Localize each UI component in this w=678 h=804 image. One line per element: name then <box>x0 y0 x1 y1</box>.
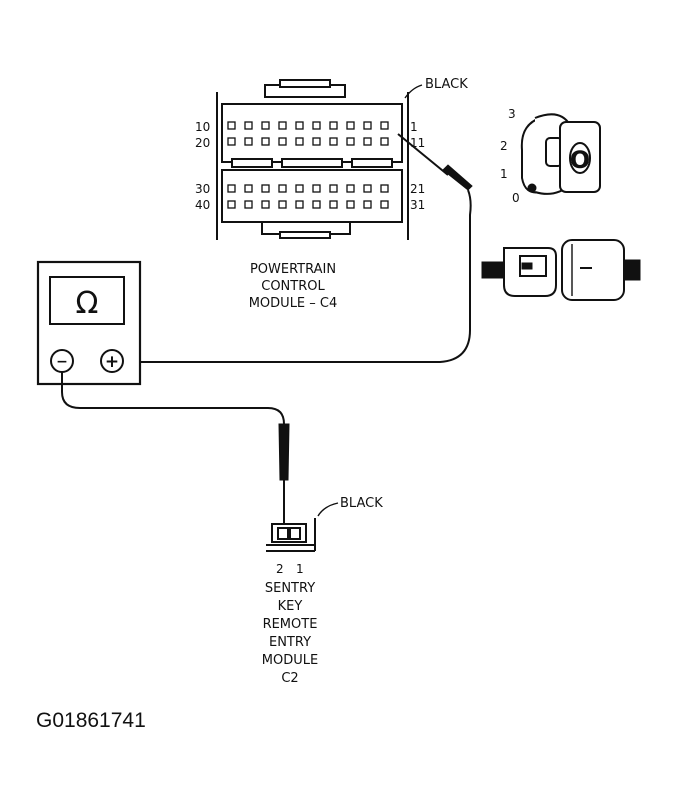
ignition-positions: 3 2 1 0 <box>500 107 520 205</box>
ohmmeter: Ω − + <box>36 260 142 386</box>
pcm-pin-cavity <box>227 137 236 146</box>
skrem-color-callout: BLACK <box>317 496 383 517</box>
skrem-name-line-3: REMOTE <box>263 617 318 632</box>
pcm-name-line-2: CONTROL <box>261 279 325 294</box>
pcm-pin-cavity <box>363 184 372 193</box>
skrem-name-line-6: C2 <box>281 671 298 686</box>
skrem-color-label: BLACK <box>340 496 383 511</box>
ignition-switch: O <box>520 113 601 195</box>
pcm-pin-cavity <box>329 121 338 130</box>
pcm-pin-cavity <box>278 137 287 146</box>
positive-test-lead <box>125 133 473 363</box>
meter-positive-terminal <box>100 349 124 373</box>
meter-ohm-symbol: Ω <box>76 286 99 321</box>
pcm-pin-cavity <box>261 137 270 146</box>
pcm-pin-label-30: 30 <box>195 182 210 196</box>
pcm-pin-cavity <box>346 184 355 193</box>
pcm-pin-cavity <box>244 137 253 146</box>
pcm-pin-cavity <box>312 200 321 209</box>
pcm-pin-cavity <box>346 121 355 130</box>
skrem-name: SENTRY KEY REMOTE ENTRY MODULE C2 <box>262 581 318 686</box>
meter-positive-symbol: + <box>105 352 119 372</box>
ignition-position-1: 1 <box>500 167 508 181</box>
ignition-position-0: 0 <box>512 191 520 205</box>
skrem-name-line-4: ENTRY <box>269 635 311 650</box>
pcm-pin-cavity <box>312 137 321 146</box>
pcm-pin-cavity <box>278 121 287 130</box>
pcm-pin-cavity <box>329 200 338 209</box>
pcm-color-callout: BLACK <box>404 77 468 99</box>
figure-id: G01861741 <box>36 709 146 732</box>
pcm-pin-cavity <box>363 121 372 130</box>
skrem-connector <box>266 518 316 552</box>
pcm-pin-cavity <box>227 184 236 193</box>
pcm-name-line-3: MODULE – C4 <box>249 296 338 311</box>
skrem-name-line-5: MODULE <box>262 653 318 668</box>
pcm-pin-cavity <box>261 184 270 193</box>
pcm-pin-cavity <box>329 184 338 193</box>
pcm-pin-label-40: 40 <box>195 198 210 212</box>
pcm-pin-cavity <box>329 137 338 146</box>
pcm-name: POWERTRAIN CONTROL MODULE – C4 <box>249 262 338 311</box>
pcm-pin-cavity <box>244 121 253 130</box>
pcm-pin-cavity <box>295 121 304 130</box>
pcm-pin-cavity <box>312 184 321 193</box>
pcm-pin-cavity <box>295 137 304 146</box>
skrem-name-line-2: KEY <box>278 599 303 614</box>
pcm-pin-cavity <box>380 121 389 130</box>
disconnected-connector <box>481 239 641 301</box>
skrem-pin-2: 2 <box>276 562 284 576</box>
pcm-pin-label-20: 20 <box>195 136 210 150</box>
key-letter: O <box>570 146 590 174</box>
skrem-name-line-1: SENTRY <box>265 581 315 596</box>
meter-negative-symbol: − <box>56 354 68 370</box>
pcm-pin-cavity <box>380 200 389 209</box>
pcm-pin-cavity <box>312 121 321 130</box>
pcm-pin-cavity <box>363 200 372 209</box>
ignition-position-3: 3 <box>508 107 516 121</box>
pcm-pin-label-10: 10 <box>195 120 210 134</box>
pcm-pin-cavity <box>261 200 270 209</box>
pcm-pin-cavity <box>295 184 304 193</box>
pcm-pin-label-31: 31 <box>410 198 425 212</box>
pcm-pin-cavity <box>278 200 287 209</box>
pcm-pin-cavity <box>380 184 389 193</box>
skrem-pin-labels: 2 1 <box>276 562 304 576</box>
ignition-position-2: 2 <box>500 139 508 153</box>
pcm-connector <box>216 79 409 240</box>
pcm-name-line-1: POWERTRAIN <box>250 262 336 277</box>
skrem-pin-1: 1 <box>296 562 304 576</box>
negative-test-lead <box>61 372 290 528</box>
pcm-pin-cavity <box>261 121 270 130</box>
pcm-pin-cavity <box>346 200 355 209</box>
pcm-pin-cavity <box>380 137 389 146</box>
pcm-pin-label-11: 11 <box>410 136 425 150</box>
pcm-pin-cavity <box>363 137 372 146</box>
pcm-color-label: BLACK <box>425 77 468 92</box>
pcm-pin-label-1: 1 <box>410 120 418 134</box>
pcm-pin-label-21: 21 <box>410 182 425 196</box>
pcm-pin-cavity <box>346 137 355 146</box>
pcm-pin-cavity <box>278 184 287 193</box>
pcm-pin-cavity <box>227 200 236 209</box>
pcm-pin-cavity <box>295 200 304 209</box>
pcm-pin-cavity <box>244 200 253 209</box>
pcm-pin-cavity <box>227 121 236 130</box>
pcm-pin-cavity <box>244 184 253 193</box>
